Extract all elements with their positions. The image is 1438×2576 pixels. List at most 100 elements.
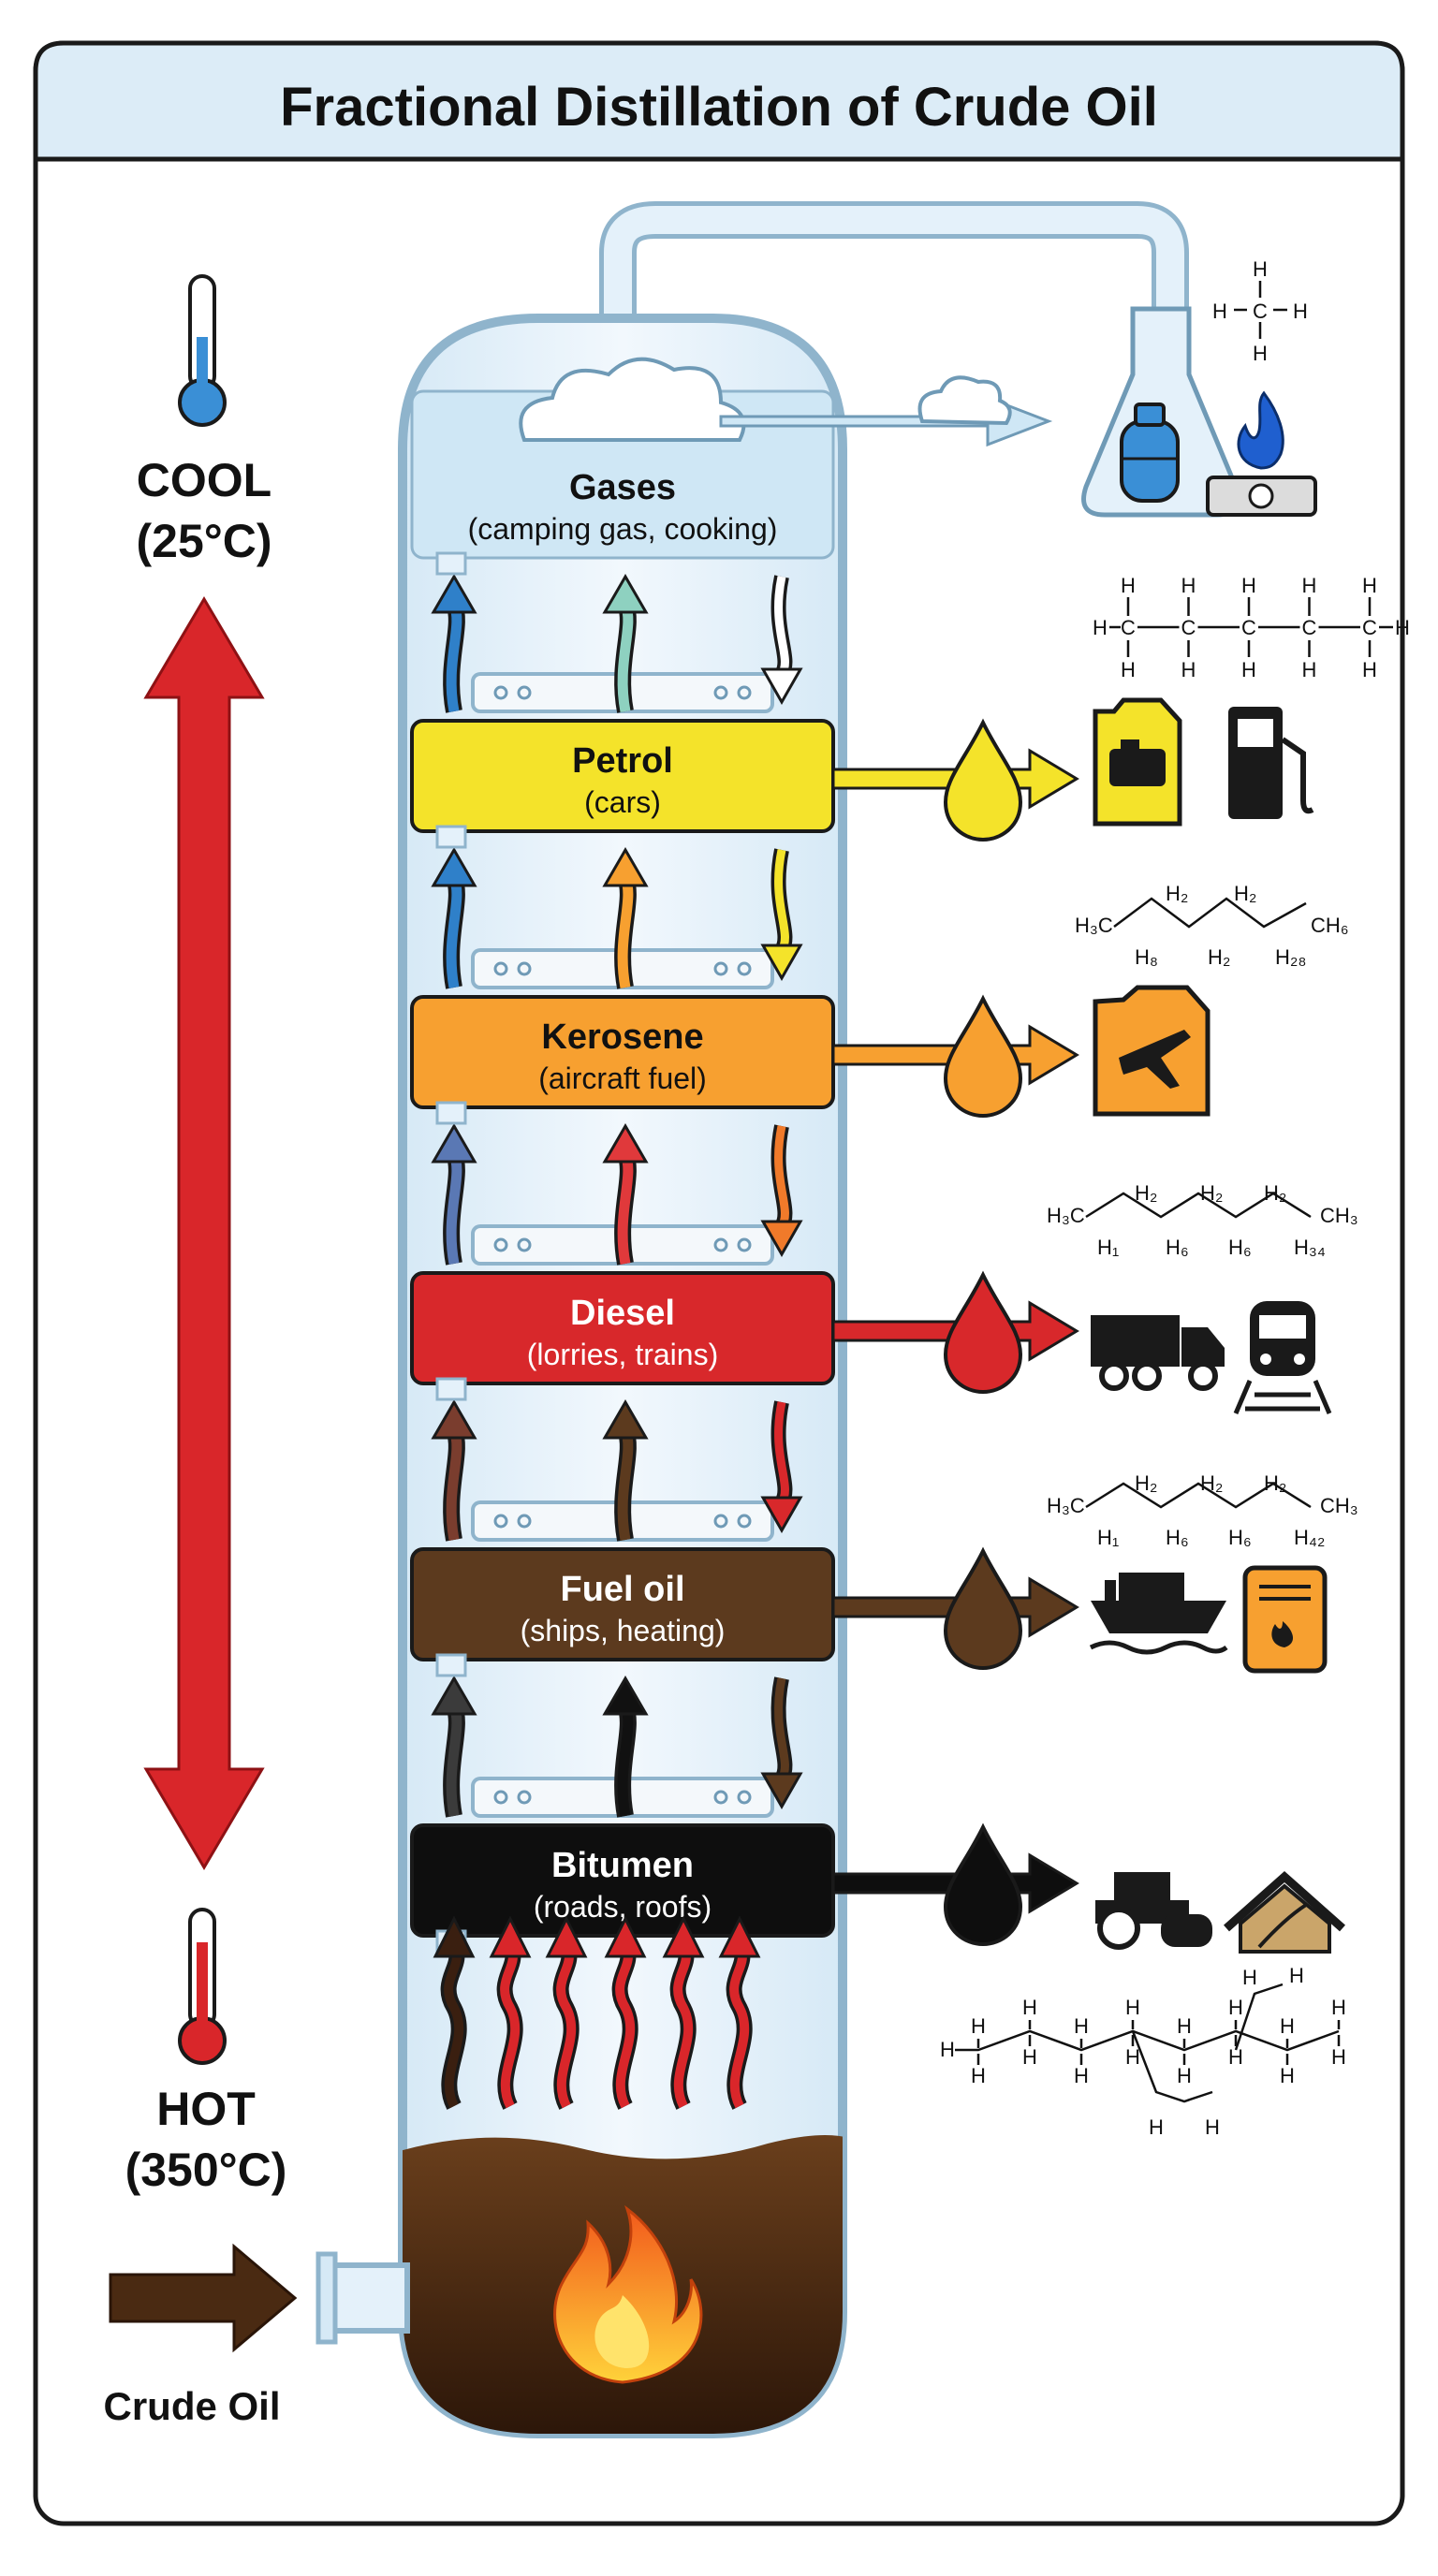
fuel-can-airplane-icon [1093, 985, 1211, 1117]
svg-text:H: H [1228, 2045, 1243, 2069]
reflux-down-arrow [760, 1124, 803, 1258]
crude-oil-feed-arrow [109, 2243, 298, 2353]
svg-text:H₆: H₆ [1166, 1236, 1189, 1259]
hot-thermometer-icon [178, 1908, 227, 2065]
outlet-arrow [831, 994, 1079, 1119]
vapour-up-arrow [431, 1123, 477, 1266]
fraction-band-diesel: Diesel (lorries, trains) [410, 1271, 835, 1401]
methane-structure: H H C H H [1212, 257, 1308, 365]
svg-text:H: H [1253, 342, 1268, 365]
ship-icon [1089, 1573, 1228, 1655]
svg-text:C: C [1302, 616, 1317, 639]
svg-text:H₂: H₂ [1200, 1471, 1223, 1495]
kerosene-molecule-structure: H₃C H₂ H₂ CH₆ H₈ H₂ H₂₈ [1075, 882, 1349, 969]
svg-text:H₂₈: H₂₈ [1275, 945, 1307, 969]
svg-text:CH₆: CH₆ [1311, 914, 1349, 937]
gas-cloud-icon [917, 375, 1012, 426]
svg-text:H₆: H₆ [1228, 1526, 1252, 1549]
fuel-pump-icon [1228, 707, 1314, 819]
gas-cylinder-icon [1120, 402, 1180, 503]
svg-text:H₂: H₂ [1200, 1181, 1223, 1205]
outlet-arrow [719, 375, 1053, 447]
svg-text:H: H [1331, 2045, 1346, 2069]
fraction-band-fuel-oil: Fuel oil (ships, heating) [410, 1547, 835, 1677]
burner-flame-icon [553, 2204, 703, 2384]
droplet-icon [943, 718, 1023, 842]
svg-text:H₃C: H₃C [1047, 1494, 1085, 1517]
diesel-molecule-structure: H₃C H₂ H₂ H₂ CH₃ H₁ H₆ H₆ H₃₄ [1047, 1181, 1358, 1259]
droplet-icon [943, 1270, 1023, 1395]
fraction-uses: (cars) [584, 785, 661, 819]
reflux-down-arrow [760, 1676, 803, 1810]
vapour-up-arrow [602, 1399, 649, 1542]
svg-text:H: H [1181, 574, 1196, 597]
svg-text:H: H [1121, 658, 1136, 681]
vapour-up-arrow [602, 1123, 649, 1266]
svg-text:H₂: H₂ [1135, 1471, 1157, 1495]
heat-arrow [489, 1915, 532, 2110]
droplet-icon [943, 1822, 1023, 1947]
vapour-up-arrow [431, 574, 477, 713]
svg-text:H: H [1181, 658, 1196, 681]
svg-text:C: C [1253, 300, 1268, 323]
boiler-icon [1242, 1565, 1328, 1674]
outlet-arrow [831, 1546, 1079, 1671]
svg-text:H: H [971, 2014, 986, 2038]
svg-text:H: H [1302, 658, 1317, 681]
svg-text:CH₃: CH₃ [1320, 1494, 1358, 1517]
svg-text:H₁: H₁ [1097, 1236, 1119, 1259]
fraction-name: Fuel oil [561, 1570, 685, 1609]
svg-text:H: H [1125, 1996, 1140, 2019]
svg-text:H: H [1022, 2045, 1037, 2069]
svg-text:H₃C: H₃C [1075, 914, 1113, 937]
title-bar [33, 40, 1405, 162]
road-roller-icon [1095, 1872, 1212, 1950]
gas-cloud-icon [519, 357, 746, 442]
svg-text:H₂: H₂ [1264, 1181, 1286, 1205]
svg-text:H: H [1293, 300, 1308, 323]
svg-text:H₃C: H₃C [1047, 1204, 1085, 1227]
roof-icon [1224, 1870, 1345, 1954]
cool-temperature: (25°C) [136, 515, 271, 567]
svg-text:H₄₂: H₄₂ [1294, 1526, 1325, 1549]
svg-text:H: H [1074, 2064, 1089, 2087]
svg-text:H₂: H₂ [1135, 1181, 1157, 1205]
svg-text:H: H [1302, 574, 1317, 597]
fraction-uses: (aircraft fuel) [538, 1061, 707, 1095]
fraction-uses: (ships, heating) [521, 1614, 726, 1647]
crude-oil-label: Crude Oil [103, 2384, 280, 2428]
heat-arrow [718, 1915, 761, 2110]
fraction-name: Bitumen [551, 1846, 694, 1885]
fraction-uses: (camping gas, cooking) [468, 512, 778, 546]
fraction-name: Petrol [572, 741, 673, 781]
outlet-arrow [831, 1270, 1079, 1395]
svg-text:H₁: H₁ [1097, 1526, 1119, 1549]
fraction-name: Diesel [570, 1294, 675, 1333]
svg-text:H₂: H₂ [1166, 882, 1188, 905]
svg-text:H₂: H₂ [1264, 1471, 1286, 1495]
fuel-can-engine-icon [1093, 697, 1182, 827]
svg-text:H: H [1177, 2064, 1192, 2087]
svg-text:H: H [1241, 574, 1256, 597]
svg-text:H₃₄: H₃₄ [1294, 1236, 1326, 1259]
reflux-down-arrow [760, 1400, 803, 1534]
svg-text:H: H [1395, 616, 1410, 639]
cool-label: COOL [137, 454, 271, 506]
hot-temperature: (350°C) [125, 2144, 287, 2196]
heat-arrow [433, 1915, 476, 2110]
fraction-uses: (lorries, trains) [527, 1338, 718, 1371]
svg-text:H: H [1121, 574, 1136, 597]
outlet-arrow [831, 718, 1079, 842]
svg-text:H₆: H₆ [1228, 1236, 1252, 1259]
reflux-down-arrow [760, 575, 803, 706]
svg-text:H: H [1362, 658, 1377, 681]
svg-text:H: H [1149, 2115, 1164, 2139]
outlet-layer [719, 375, 1079, 1947]
svg-text:H: H [1253, 257, 1268, 281]
fraction-uses: (roads, roofs) [534, 1890, 712, 1924]
fraction-band-layer: Gases(camping gas, cooking)Petrol(cars)K… [410, 357, 835, 1954]
svg-text:H: H [1022, 1996, 1037, 2019]
fraction-band-petrol: Petrol (cars) [410, 719, 835, 849]
